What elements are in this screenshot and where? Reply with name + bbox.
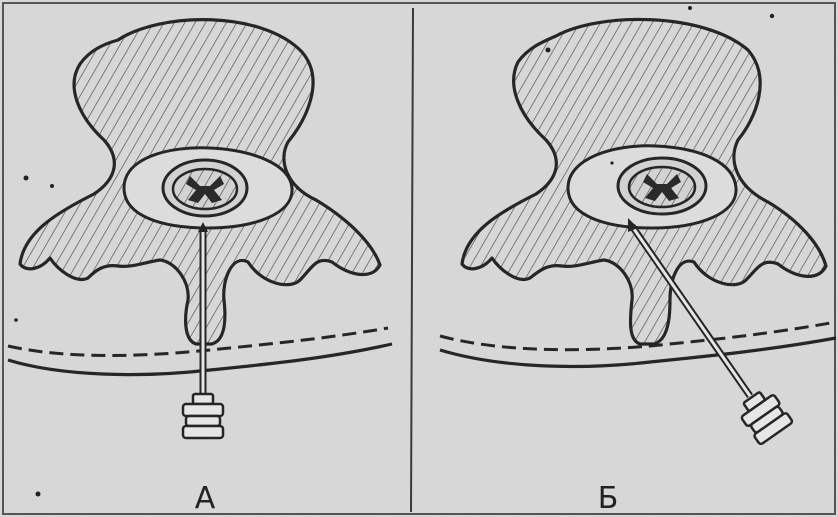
panel-label-b: Б bbox=[598, 481, 619, 516]
panel-label-a: А bbox=[195, 481, 216, 516]
